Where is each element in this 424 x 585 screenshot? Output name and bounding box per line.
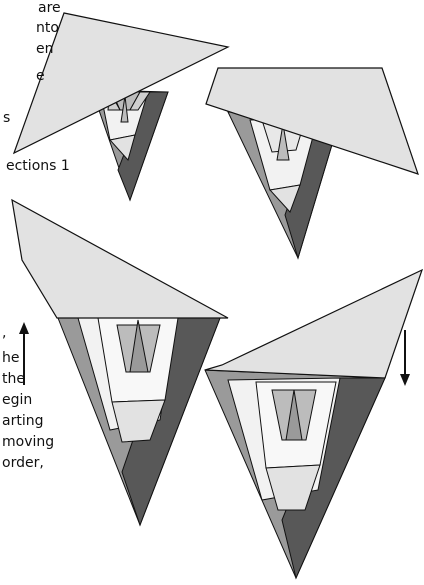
text-fragment-top-4: e: [36, 68, 45, 85]
down-arrow-icon: [400, 330, 410, 386]
text-fragment-low-5: arting: [2, 413, 43, 430]
triangle-figure-4: [205, 270, 422, 578]
text-fragment-low-7: order,: [2, 455, 44, 472]
text-fragment-low-4: egin: [2, 392, 32, 409]
text-fragment-low-3: the: [2, 371, 25, 388]
text-fragment-low-6: moving: [2, 434, 54, 451]
text-fragment-low-1: ,: [2, 325, 6, 342]
text-fragment-top-3: en: [36, 41, 54, 58]
text-fragment-top-2: nto: [36, 20, 59, 37]
triangle-figure-3: [12, 200, 228, 525]
triangle-figure-2: [206, 68, 418, 258]
sections-label: ections 1: [6, 158, 70, 175]
text-fragment-top-1: are: [38, 0, 61, 17]
text-fragment-top-5: s: [3, 110, 10, 127]
text-fragment-low-2: he: [2, 350, 20, 367]
